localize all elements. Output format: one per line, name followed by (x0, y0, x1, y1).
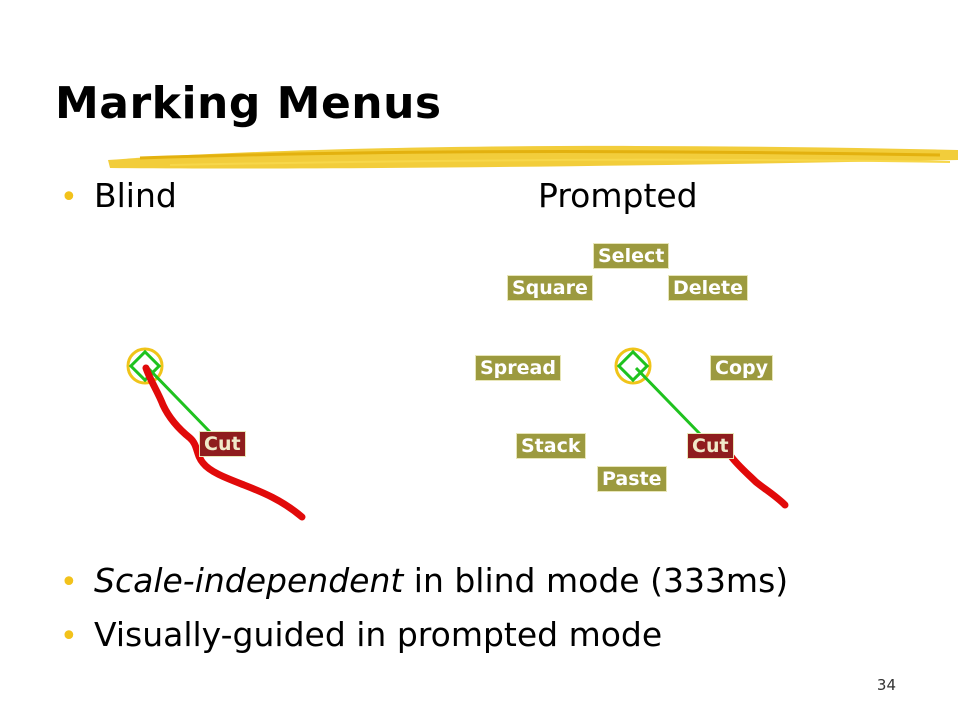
bullet-visually-guided: Visually-guided in prompted mode (94, 615, 663, 654)
blind-label: Blind (94, 176, 177, 215)
menu-item-spread[interactable]: Spread (475, 355, 561, 381)
menu-item-select[interactable]: Select (593, 243, 670, 269)
scale-independent-rest: in blind mode (333ms) (403, 561, 789, 600)
scale-independent-term: Scale-independent (94, 561, 404, 600)
menu-item-copy[interactable]: Copy (710, 355, 773, 381)
bullet-scale-independent: Scale-independent in blind mode (333ms) (94, 561, 788, 600)
prompted-label: Prompted (538, 176, 698, 215)
bullet-dot: • (60, 565, 78, 600)
menu-item-delete[interactable]: Delete (668, 275, 749, 301)
bullet-dot: • (60, 180, 78, 215)
menu-item-cut[interactable]: Cut (687, 433, 734, 459)
menu-item-stack[interactable]: Stack (516, 433, 586, 459)
bullet-dot: • (60, 619, 78, 654)
menu-item-square[interactable]: Square (507, 275, 593, 301)
page-number: 34 (876, 676, 896, 694)
slide-title: Marking Menus (55, 78, 442, 129)
blind-menu-item-cut: Cut (199, 431, 246, 457)
menu-item-paste[interactable]: Paste (597, 466, 667, 492)
